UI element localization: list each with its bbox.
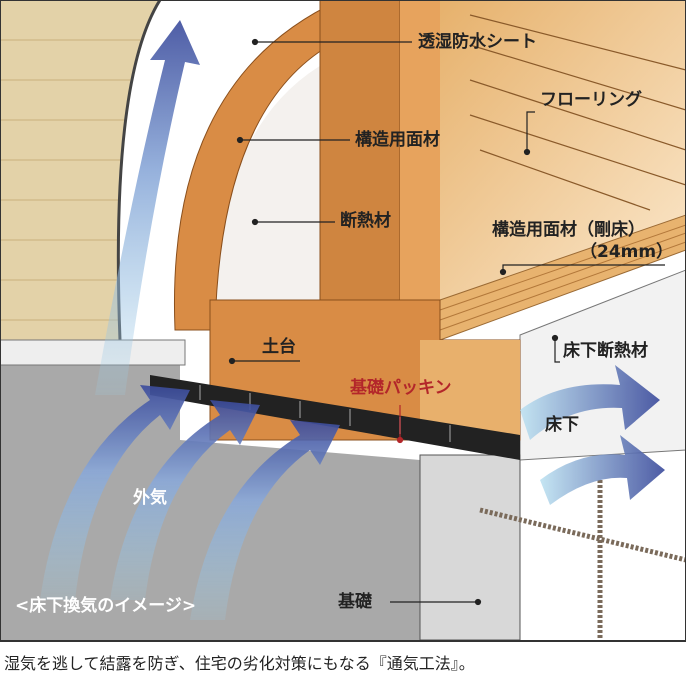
post bbox=[319, 0, 401, 331]
label-moisture-barrier: 透湿防水シート bbox=[418, 32, 537, 52]
label-outside-air: 外気 bbox=[133, 488, 167, 508]
label-insulation: 断熱材 bbox=[340, 211, 391, 231]
label-foundation-packing: 基礎パッキン bbox=[350, 378, 452, 398]
airflow-arrows bbox=[40, 20, 665, 620]
label-foundation: 基礎 bbox=[338, 592, 372, 612]
label-underfloor: 床下 bbox=[545, 415, 579, 435]
label-rigid-floor-thickness: （24mm） bbox=[580, 242, 674, 262]
label-sill: 土台 bbox=[262, 337, 296, 357]
label-underfloor-insulation: 床下断熱材 bbox=[563, 341, 648, 361]
ground bbox=[0, 365, 420, 640]
label-flooring: フローリング bbox=[540, 90, 642, 110]
label-ventilation-image: <床下換気のイメージ> bbox=[15, 596, 197, 616]
label-structural-panel: 構造用面材 bbox=[355, 130, 440, 150]
exterior-wall bbox=[0, 0, 160, 340]
structural-panel bbox=[173, 0, 401, 331]
label-rigid-floor-panel: 構造用面材（剛床） bbox=[492, 220, 645, 240]
foundation bbox=[419, 454, 521, 641]
flooring bbox=[430, 0, 686, 300]
insulation bbox=[215, 60, 330, 330]
caption: 湿気を逃して結露を防ぎ、住宅の劣化対策にもなる『通気工法』。 bbox=[4, 654, 475, 673]
foundation-packing bbox=[150, 375, 520, 460]
rebar bbox=[479, 507, 686, 563]
ventilation-diagram bbox=[0, 0, 686, 642]
